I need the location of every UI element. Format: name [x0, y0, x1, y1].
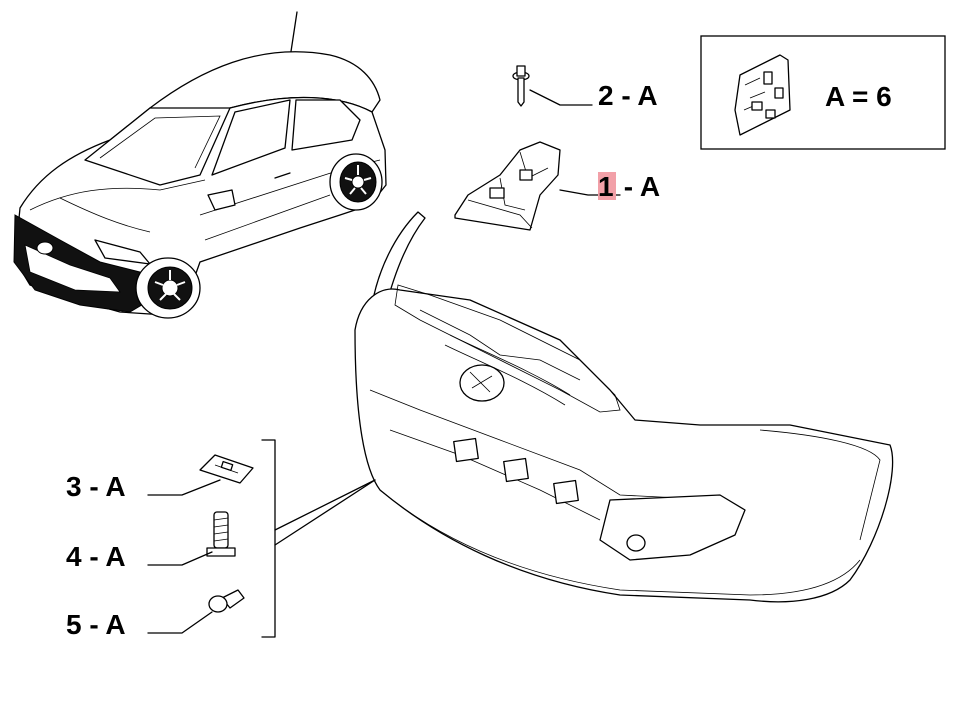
callout-3-label: 3 - A [66, 471, 126, 502]
callout-4-label: 4 - A [66, 541, 126, 572]
callout-1-number[interactable]: 1 [598, 171, 614, 202]
kit-box [700, 35, 946, 150]
clip-part-3 [199, 454, 254, 484]
callout-1-suffix: - A [616, 171, 660, 202]
front-bumper-illustration [354, 211, 894, 603]
bolt-part-5 [208, 589, 245, 613]
bolt-part-4 [206, 511, 236, 557]
car-illustration [13, 11, 387, 319]
bracket-part-1 [454, 141, 621, 231]
kit-box-label: A = 6 [825, 81, 892, 112]
callout-5-label: 5 - A [66, 609, 126, 640]
group-bracket [261, 439, 276, 638]
callout-2-label: 2 - A [598, 80, 658, 111]
callout-1-highlight [598, 172, 616, 200]
screw-part-2 [512, 65, 593, 107]
